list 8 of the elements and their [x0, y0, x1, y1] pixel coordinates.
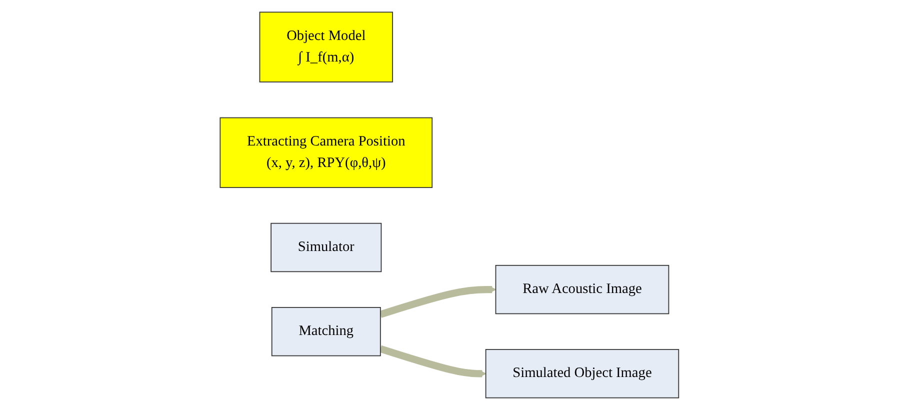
node-box: Simulated Object Image	[484, 348, 679, 398]
node-box: Simulator	[270, 222, 382, 272]
node-box: Raw Acoustic Image	[494, 264, 669, 314]
node-box: Extracting Camera Position (x, y, z), RPY(φ,θ,ψ)	[219, 116, 432, 188]
arrow	[378, 285, 496, 318]
node-box: Matching	[271, 306, 380, 356]
arrow	[378, 344, 486, 378]
node-box: Object Model ∫ I_f(m,α)	[258, 11, 393, 82]
